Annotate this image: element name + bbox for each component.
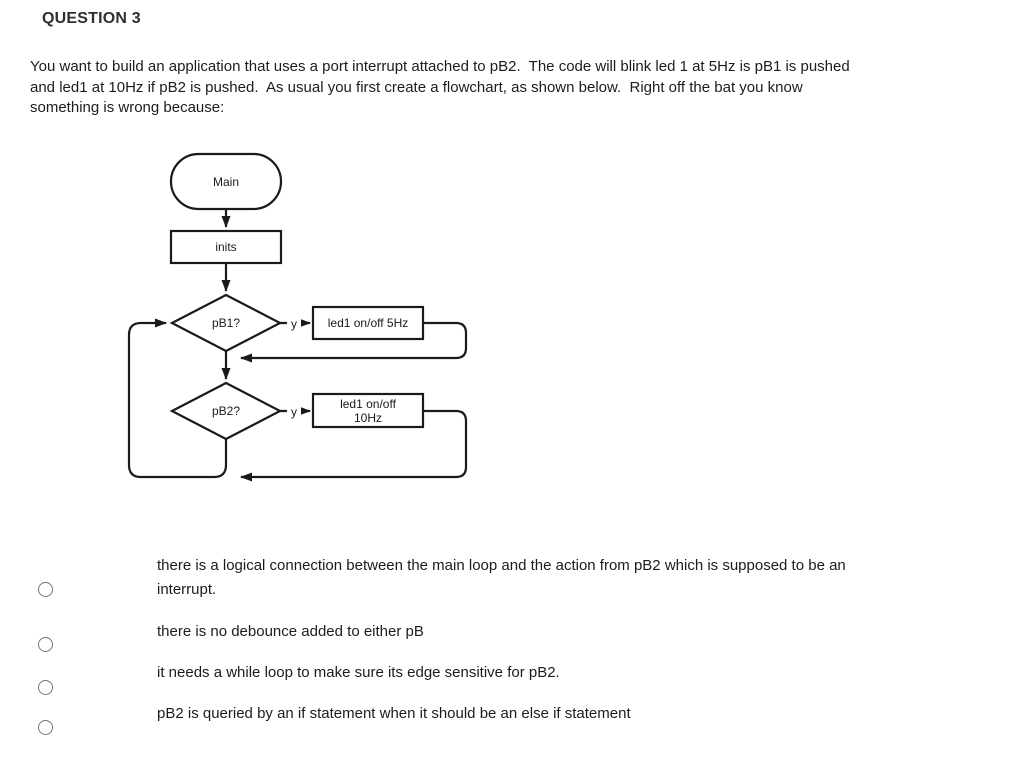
inits-node-label: inits <box>215 240 236 254</box>
yes-label-backing <box>287 314 301 330</box>
action-10hz-label-line1: led1 on/off <box>340 397 396 411</box>
start-node-label: Main <box>213 175 239 189</box>
action-10hz-shape <box>311 392 425 429</box>
question-prompt: You want to build an application that us… <box>30 57 850 119</box>
action-10hz-label-line2: 10Hz <box>354 411 382 425</box>
yes-label: y <box>291 317 297 331</box>
yes-label-backing <box>287 402 301 418</box>
option-label-4[interactable]: pB2 is queried by an if statement when i… <box>157 702 1017 726</box>
flowchart-image: Main inits pB1? y led1 on/off 5Hz pB2? y <box>127 152 468 482</box>
option-radio-1[interactable] <box>38 582 53 597</box>
option-radio-2[interactable] <box>38 637 53 652</box>
yes-label: y <box>291 405 297 419</box>
return-loop-10hz <box>240 409 468 482</box>
prompt-line: something is wrong because: <box>30 99 225 116</box>
option-label-line[interactable]: there is a logical connection between th… <box>157 557 846 574</box>
main-loop-path <box>127 318 228 479</box>
option-label-line[interactable]: there is no debounce added to either pB <box>157 623 424 640</box>
inits-node-shape <box>169 229 283 265</box>
option-label-1[interactable]: there is a logical connection between th… <box>157 554 1017 602</box>
option-label-line[interactable]: interrupt. <box>157 581 217 598</box>
option-radio-3[interactable] <box>38 680 53 695</box>
option-label-line[interactable]: pB2 is queried by an if statement when i… <box>157 705 631 722</box>
option-label-2[interactable]: there is no debounce added to either pB <box>157 620 1017 644</box>
action-5hz-label: led1 on/off 5Hz <box>328 316 409 330</box>
return-loop-5hz <box>240 321 468 363</box>
option-label-3[interactable]: it needs a while loop to make sure its e… <box>157 661 1017 685</box>
pb1-decision-label: pB1? <box>212 316 240 330</box>
prompt-line: You want to build an application that us… <box>30 58 850 75</box>
question-title: QUESTION 3 <box>42 10 141 27</box>
option-label-line[interactable]: it needs a while loop to make sure its e… <box>157 664 560 681</box>
prompt-line: and led1 at 10Hz if pB2 is pushed. As us… <box>30 78 803 96</box>
pb2-decision-label: pB2? <box>212 404 240 418</box>
option-radio-4[interactable] <box>38 720 53 735</box>
